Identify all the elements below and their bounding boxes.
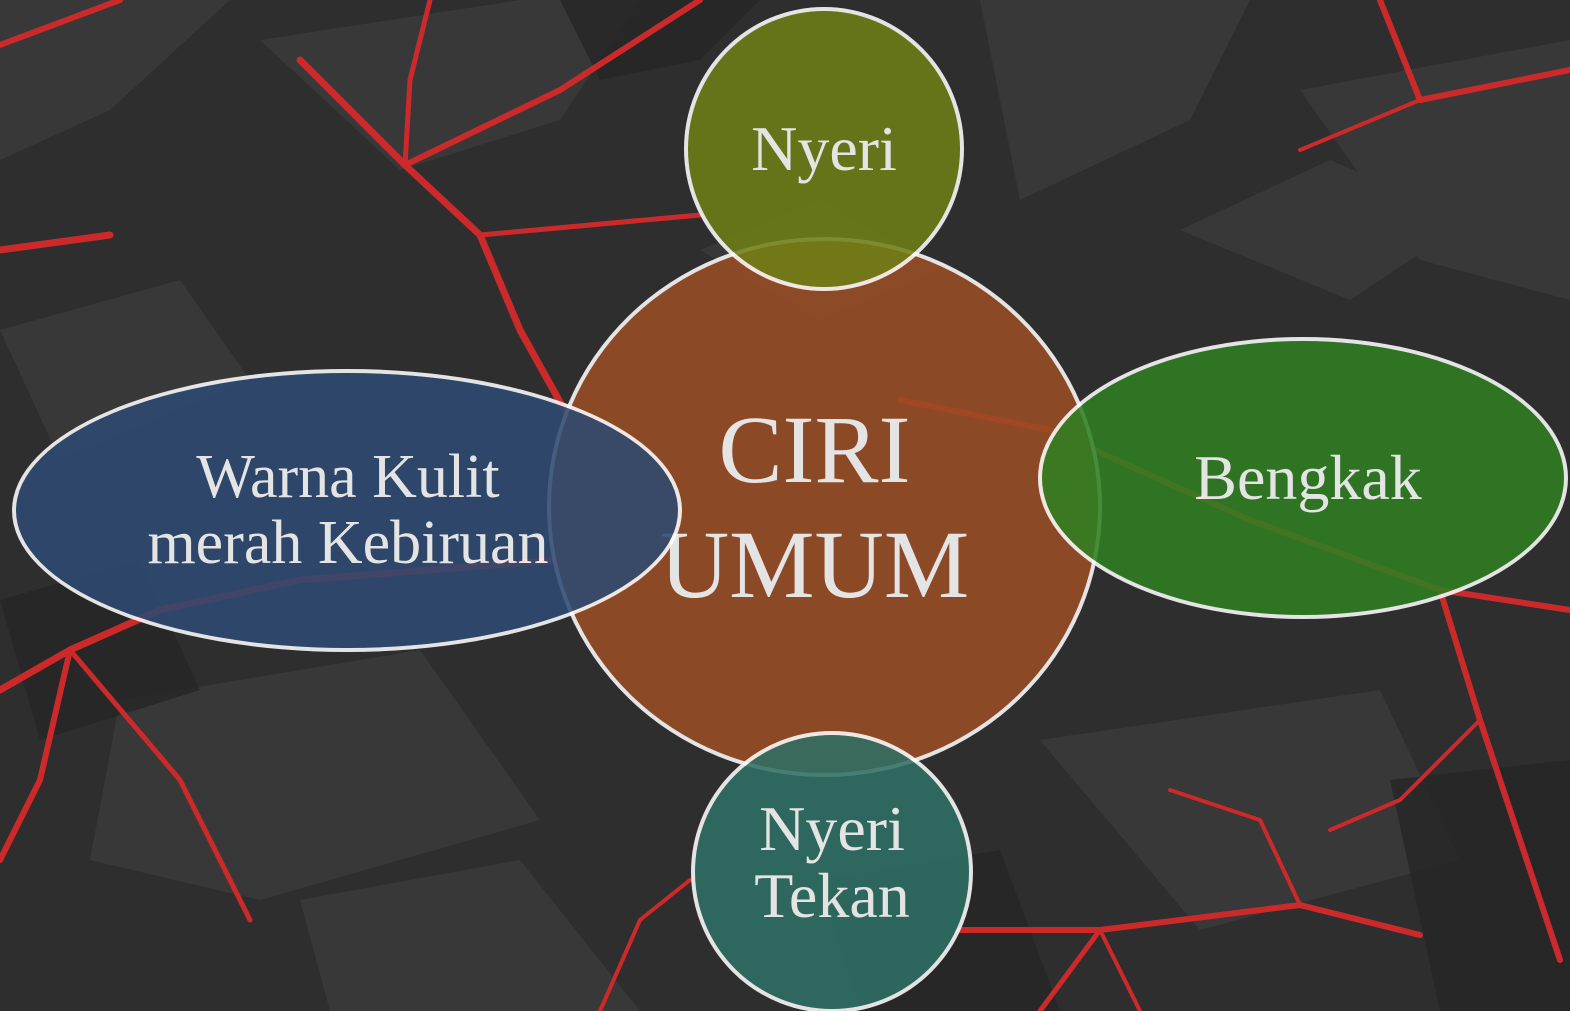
node-nyeri-tekan: Nyeri Tekan xyxy=(691,731,973,1011)
node-nyeri-tekan-label: Nyeri Tekan xyxy=(754,792,910,931)
node-bengkak: Bengkak xyxy=(1038,337,1568,619)
node-nyeri-tekan-label-line-2: Tekan xyxy=(754,860,910,931)
node-nyeri: Nyeri xyxy=(684,7,964,291)
node-nyeri-tekan-label-line-1: Nyeri xyxy=(759,792,905,864)
node-bengkak-label: Bengkak xyxy=(1194,444,1422,511)
center-label: CIRI UMUM xyxy=(660,392,969,622)
center-label-line-1: CIRI xyxy=(718,395,911,503)
node-warna-kulit-label-line-1: Warna Kulit xyxy=(196,443,500,512)
node-warna-kulit-label-line-2: merah Kebiruan xyxy=(147,508,549,577)
node-bengkak-label-line-1: Bengkak xyxy=(1194,442,1422,514)
node-nyeri-label: Nyeri xyxy=(751,115,897,182)
node-nyeri-label-line-1: Nyeri xyxy=(751,113,897,185)
node-warna-kulit: Warna Kulit merah Kebiruan xyxy=(12,369,682,652)
center-label-line-2: UMUM xyxy=(659,511,970,618)
node-warna-kulit-label: Warna Kulit merah Kebiruan xyxy=(147,445,548,575)
